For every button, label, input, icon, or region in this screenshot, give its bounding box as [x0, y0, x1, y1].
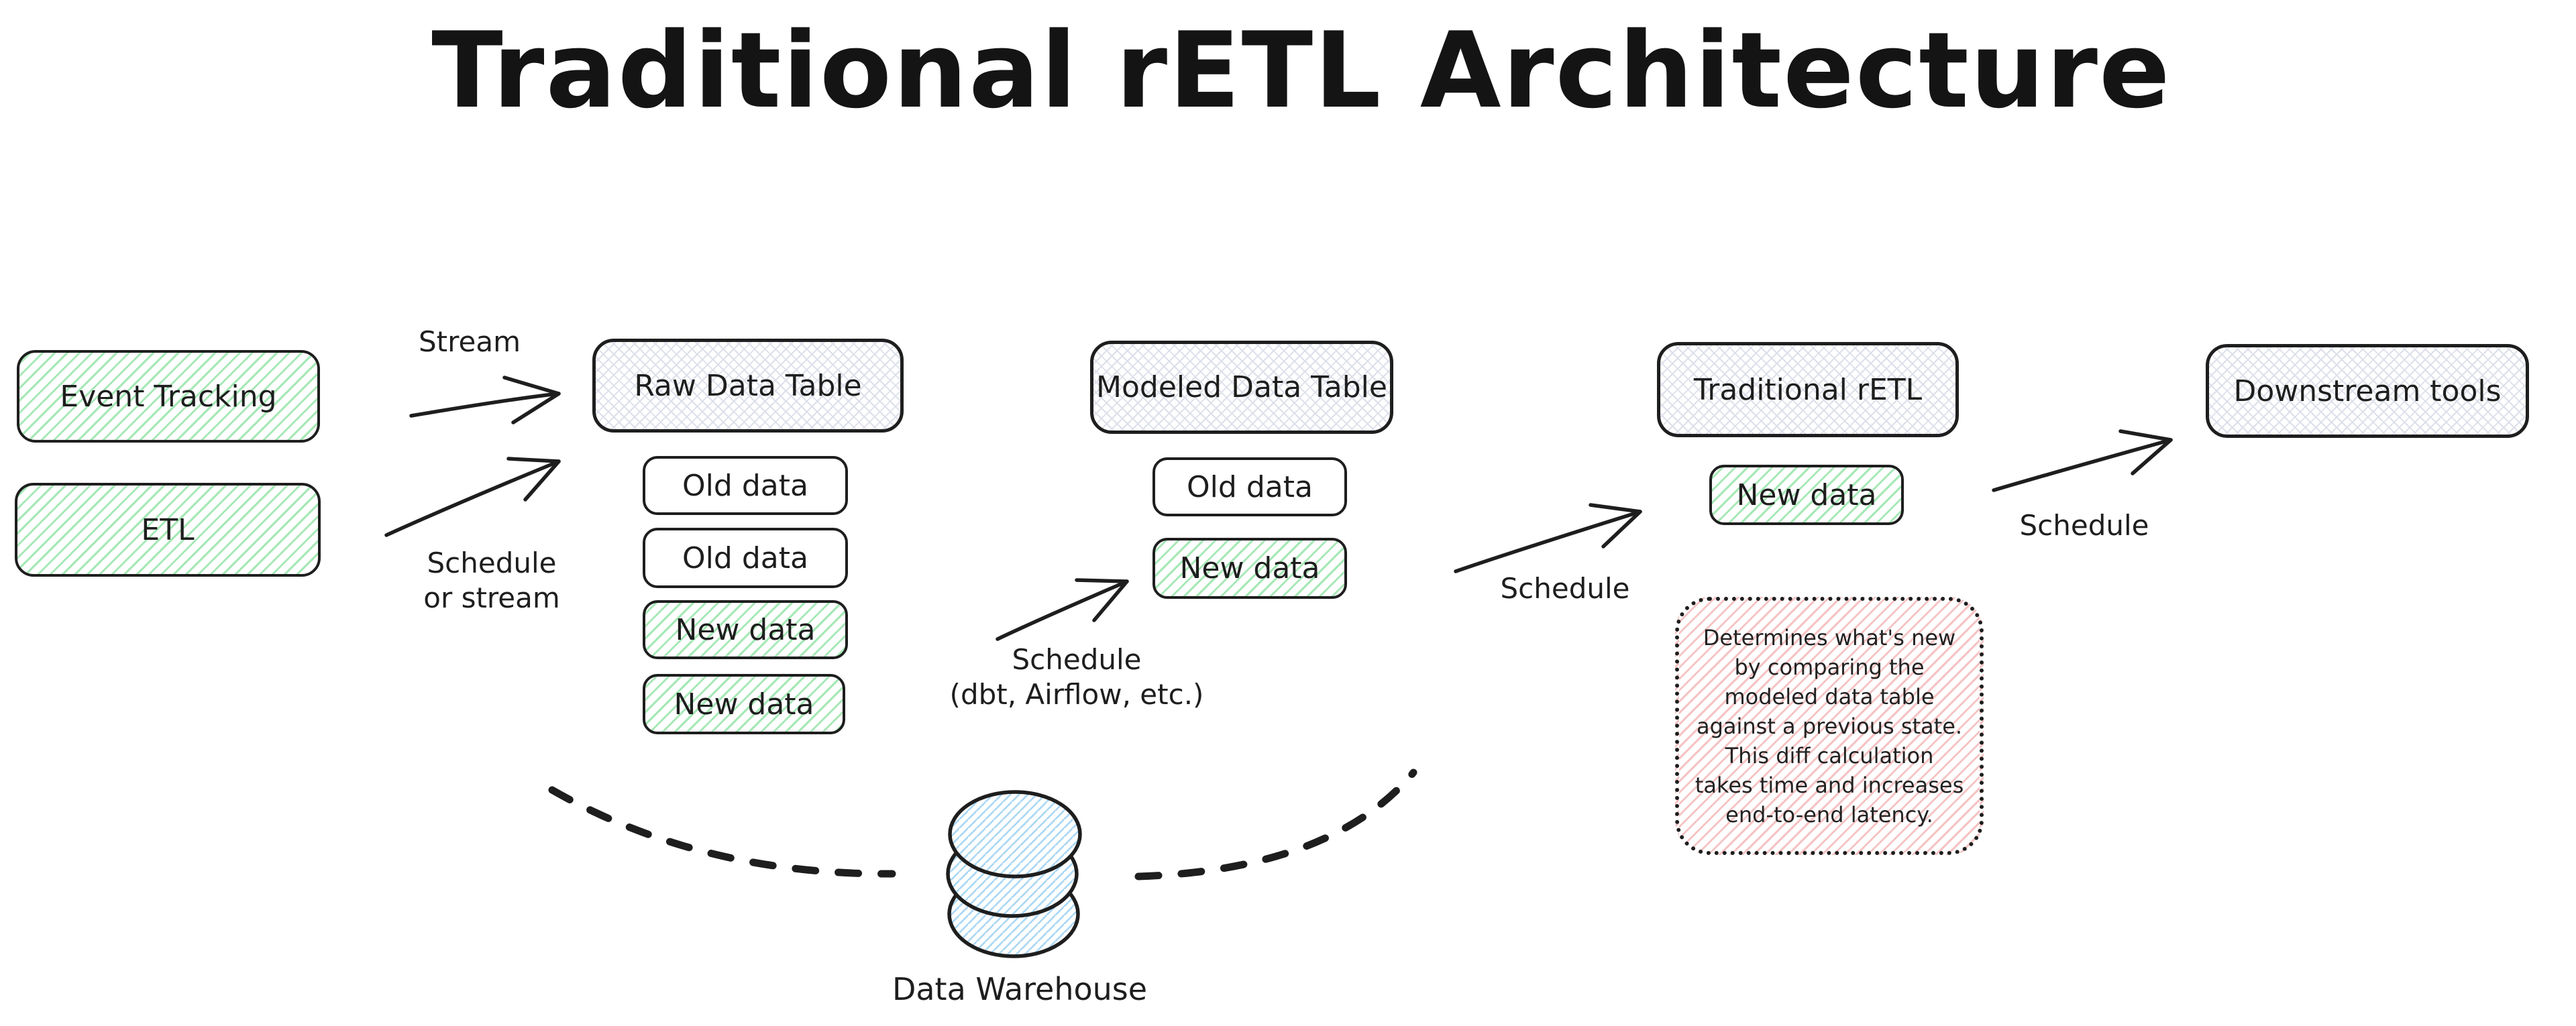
diagram-title: Traditional rETL Architecture [431, 9, 2171, 131]
arrow-stream [409, 376, 561, 424]
row-label: New data [675, 612, 816, 647]
arrow-schedule-retl [1454, 503, 1642, 573]
edge-label-stream: Stream [419, 325, 521, 358]
row-label: New data [1179, 551, 1320, 585]
row-label: New data [1736, 477, 1877, 512]
node-etl: ETL [15, 483, 321, 577]
raw-row-old-data-2: Old data [643, 528, 848, 588]
node-label: Raw Data Table [634, 368, 862, 403]
edge-label-line: Schedule [427, 547, 557, 579]
retl-row-new-data: New data [1709, 465, 1904, 525]
node-label: Modeled Data Table [1096, 370, 1387, 404]
modeled-row-old-data: Old data [1152, 457, 1347, 516]
latency-note-text: Determines what's new by comparing the m… [1695, 624, 1964, 828]
node-modeled-data-table: Modeled Data Table [1090, 341, 1393, 434]
node-label: Downstream tools [2233, 374, 2502, 408]
row-label: Old data [1187, 469, 1313, 504]
arrow-schedule-downstream [1992, 429, 2173, 492]
node-downstream-tools: Downstream tools [2206, 344, 2529, 438]
raw-row-old-data-1: Old data [643, 456, 848, 515]
node-event-tracking: Event Tracking [17, 350, 320, 443]
row-label: New data [674, 687, 814, 722]
edge-label-line: or stream [423, 581, 560, 614]
node-label: ETL [141, 512, 195, 547]
node-label: Traditional rETL [1693, 372, 1923, 407]
row-label: Old data [682, 468, 808, 503]
edge-label-schedule-downstream: Schedule [2019, 509, 2149, 542]
data-warehouse-label: Data Warehouse [892, 971, 1148, 1007]
edge-label-schedule-or-stream: Schedule or stream [423, 546, 560, 616]
data-warehouse-icon [946, 790, 1082, 958]
edge-label-schedule-transform: Schedule (dbt, Airflow, etc.) [950, 642, 1204, 712]
dashed-curve-left [548, 786, 896, 878]
node-traditional-retl: Traditional rETL [1657, 342, 1959, 437]
raw-row-new-data-2: New data [643, 674, 845, 734]
edge-label-line: Schedule [1012, 643, 1142, 676]
arrow-schedule-or-stream [384, 457, 561, 537]
dashed-curve-right [1134, 768, 1417, 880]
modeled-row-new-data: New data [1152, 538, 1347, 599]
edge-label-line: (dbt, Airflow, etc.) [949, 678, 1204, 711]
raw-row-new-data-1: New data [643, 600, 848, 659]
node-raw-data-table: Raw Data Table [592, 339, 904, 433]
edge-label-schedule-retl: Schedule [1500, 572, 1630, 605]
row-label: Old data [682, 540, 808, 575]
node-label: Event Tracking [60, 379, 277, 414]
arrow-schedule-transform [996, 578, 1129, 641]
latency-note: Determines what's new by comparing the m… [1675, 597, 1984, 855]
